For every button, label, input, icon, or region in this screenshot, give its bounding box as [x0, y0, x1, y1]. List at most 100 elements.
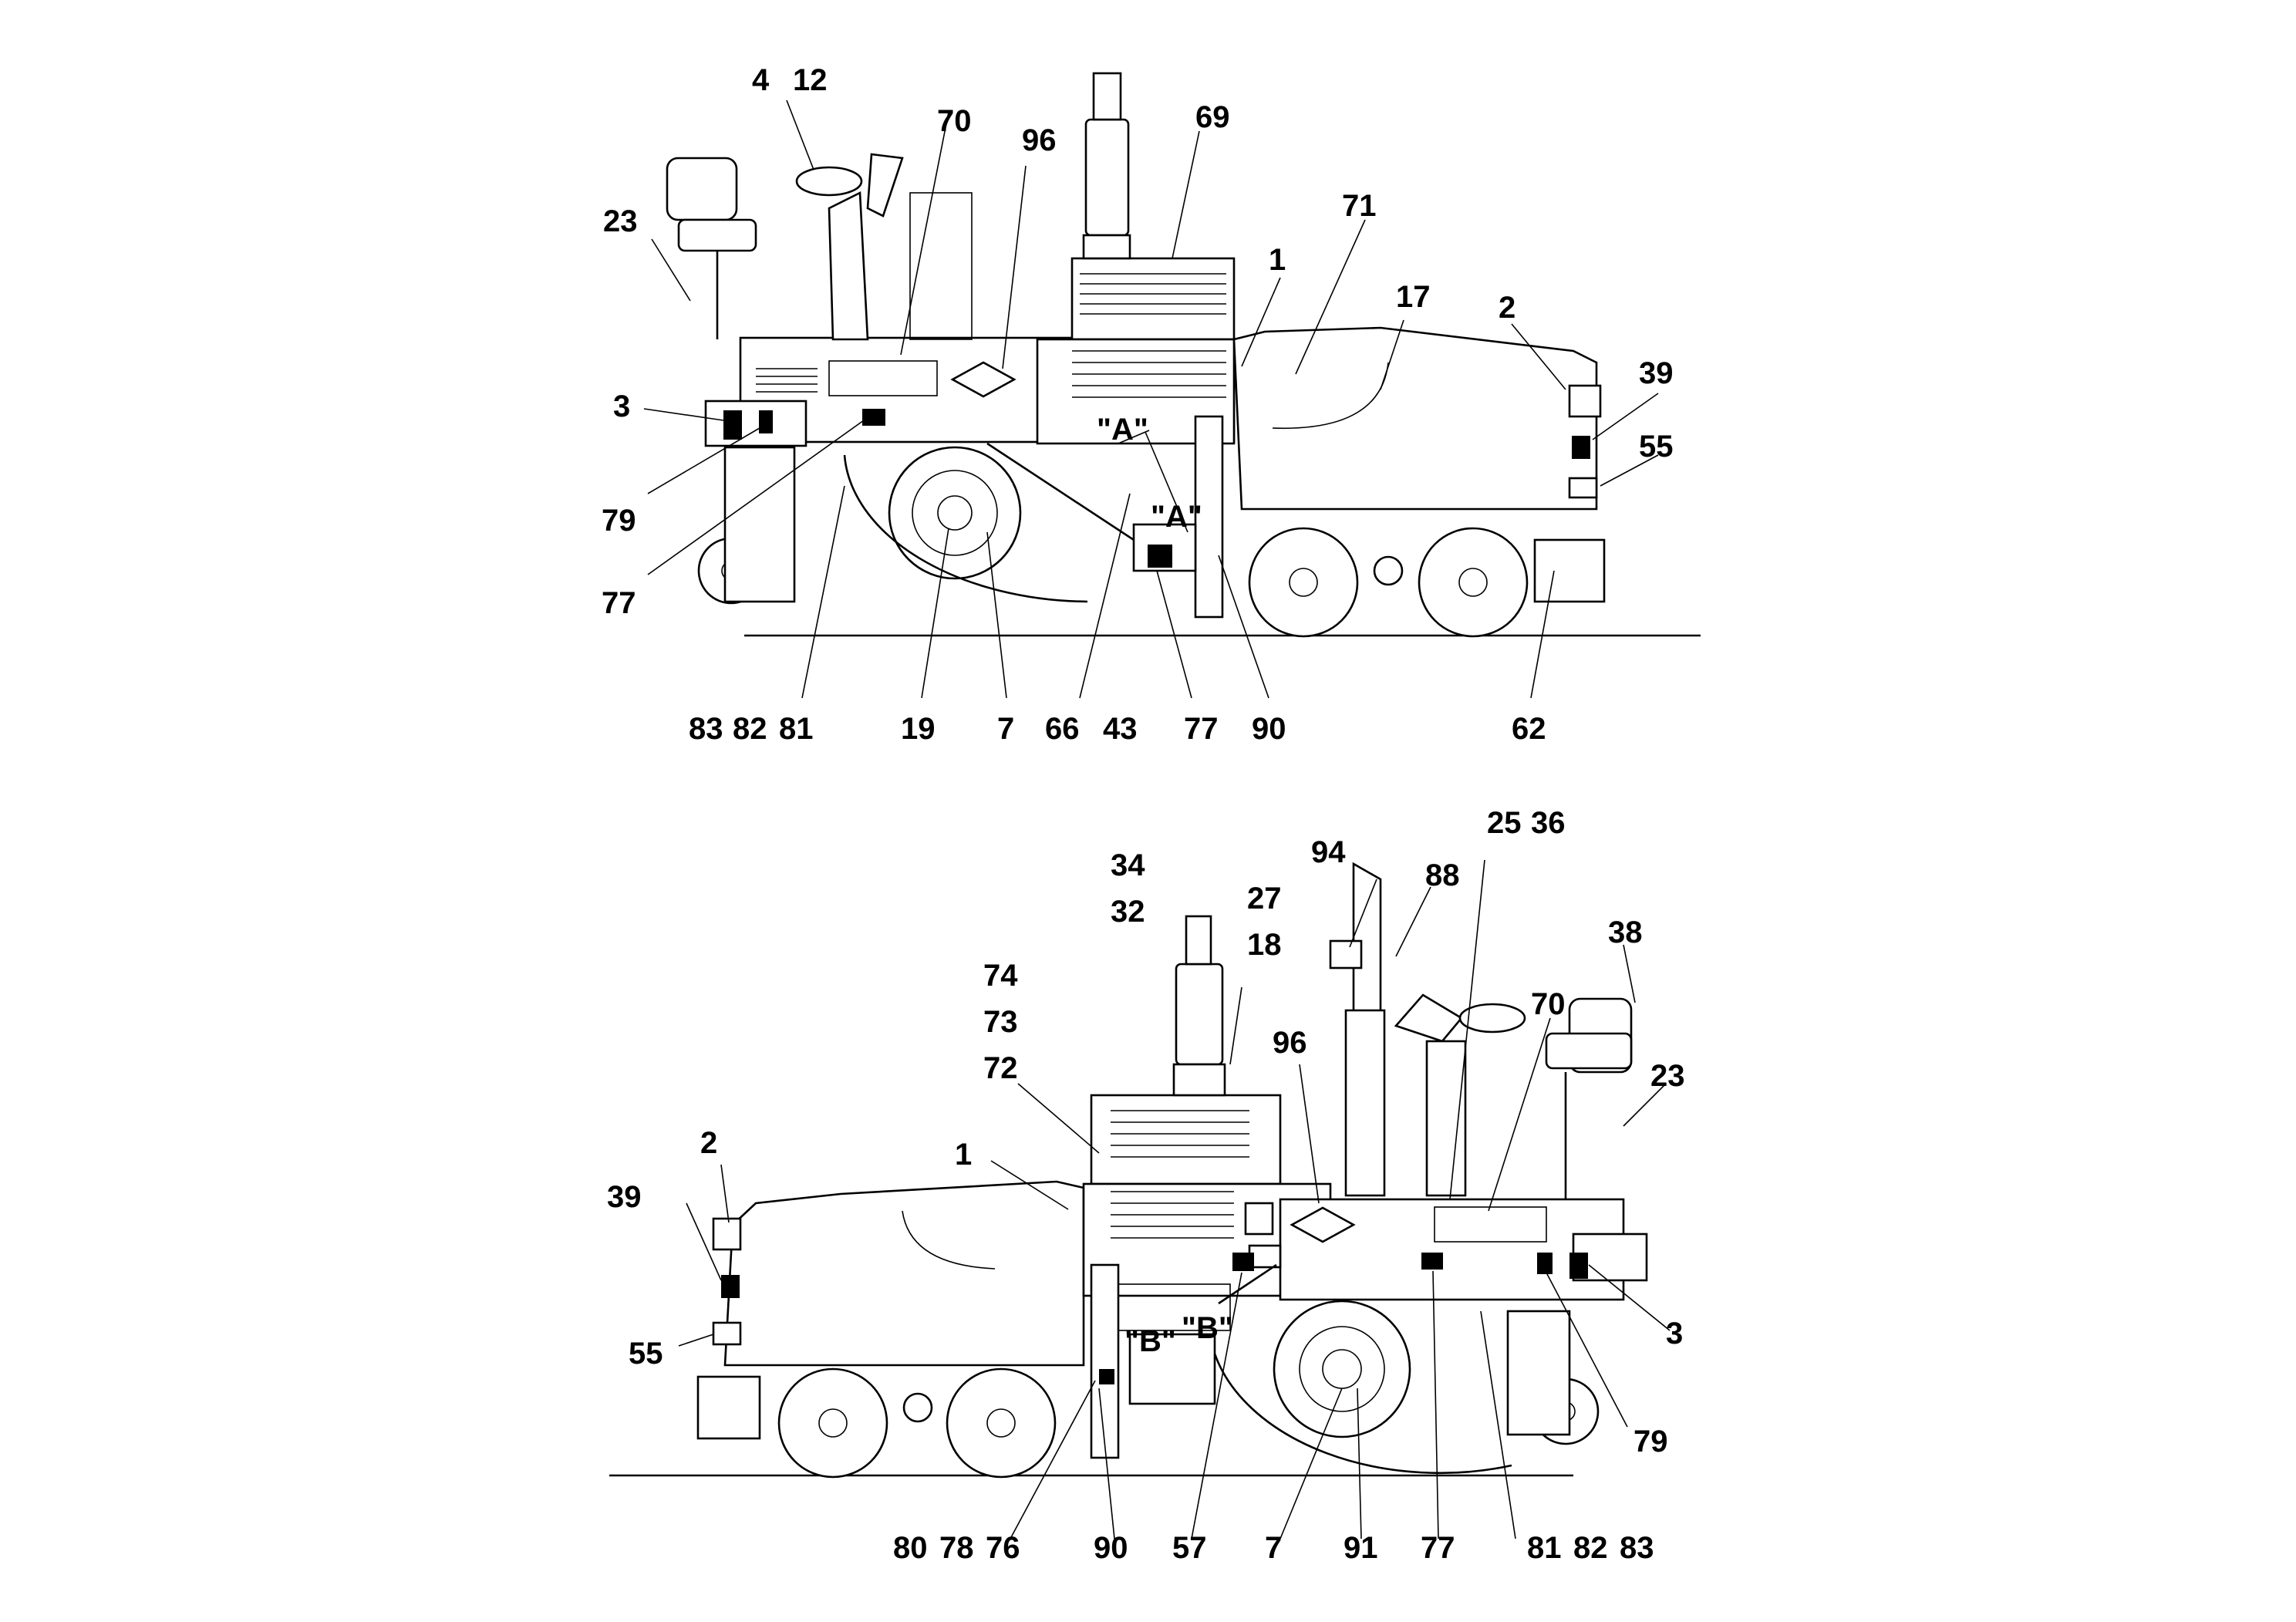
hopper: [1232, 326, 1598, 511]
exhaust-stack: [1084, 118, 1130, 237]
callout-34: 34: [1111, 848, 1145, 882]
paver-right-side-view: "B" "B" 34 32 27 18 94 88 25 36 38 74 73…: [607, 806, 1685, 1565]
callout-12: 12: [793, 63, 828, 97]
callout-96: 96: [1273, 1026, 1307, 1060]
bogie-hub-1: [818, 1408, 848, 1438]
push-roller: [1533, 538, 1606, 603]
roof-post: [909, 192, 973, 340]
callout-74: 74: [983, 959, 1018, 993]
bogie-hub-2: [986, 1408, 1016, 1438]
operator-seat-cushion: [677, 218, 757, 252]
callout-57: 57: [1172, 1531, 1207, 1565]
decal-77: [1421, 1253, 1443, 1270]
callout-38: 38: [1608, 916, 1643, 949]
callout-62: 62: [1512, 712, 1546, 746]
callout-4: 4: [752, 63, 770, 97]
callout-17: 17: [1396, 280, 1431, 314]
callout-55: 55: [629, 1337, 663, 1371]
callout-90: 90: [1094, 1531, 1128, 1565]
callout-55: 55: [1639, 430, 1674, 464]
callout-78: 78: [939, 1531, 974, 1565]
bogie-hub-1: [1289, 568, 1318, 597]
exhaust-stack: [1175, 963, 1224, 1066]
callout-77-left: 77: [602, 586, 636, 620]
callout-81: 81: [779, 712, 814, 746]
decal-94-plate: [1329, 939, 1363, 969]
lift-cylinder: [1194, 415, 1224, 619]
bogie-wheel-2: [946, 1367, 1057, 1479]
callout-2: 2: [1499, 291, 1515, 325]
frame-panel: [1434, 1206, 1547, 1243]
decal-79: [759, 410, 773, 433]
callout-27: 27: [1247, 882, 1282, 916]
callout-7: 7: [997, 712, 1014, 746]
steering-wheel: [795, 166, 863, 197]
callout-82: 82: [1573, 1531, 1608, 1565]
control-arm: [866, 153, 904, 218]
callout-71: 71: [1342, 189, 1377, 223]
frame-panel: [828, 360, 938, 396]
main-tire: [888, 446, 1022, 580]
view-mark-b-2: "B": [1182, 1311, 1233, 1345]
callout-79: 79: [602, 504, 636, 538]
canopy-column: [1344, 1009, 1386, 1197]
bogie-wheel-1: [777, 1367, 888, 1479]
main-tire: [1273, 1300, 1411, 1438]
front-light: [712, 1217, 742, 1251]
front-bracket: [712, 1321, 742, 1346]
callout-23: 23: [603, 204, 638, 238]
decal-39: [721, 1275, 740, 1298]
callout-2: 2: [700, 1126, 717, 1160]
diamond-decal: [1290, 1206, 1356, 1243]
callout-96: 96: [1022, 123, 1057, 157]
callout-36: 36: [1531, 806, 1566, 840]
exhaust-pipe: [1092, 72, 1122, 121]
screed-side: [723, 446, 796, 603]
engine-grille: [1111, 1110, 1249, 1239]
decal-57: [1232, 1253, 1254, 1271]
callout-90: 90: [1252, 712, 1286, 746]
steering-console: [1425, 1040, 1467, 1197]
callout-94: 94: [1311, 835, 1346, 869]
bogie-hub-2: [1458, 568, 1488, 597]
bottom-leader-lines: [678, 859, 1671, 1539]
callout-70: 70: [937, 104, 972, 138]
callout-39: 39: [1639, 356, 1674, 390]
lift-cylinder: [1090, 1263, 1120, 1459]
bogie-center: [902, 1392, 933, 1423]
top-leader-lines: [643, 99, 1659, 699]
callout-66: 66: [1045, 712, 1080, 746]
callout-70: 70: [1531, 987, 1566, 1021]
exhaust-pipe: [1185, 915, 1212, 966]
hopper-curve: [902, 1210, 996, 1270]
callout-77-right: 77: [1184, 712, 1219, 746]
callout-43: 43: [1103, 712, 1138, 746]
wheel-hub: [937, 495, 973, 531]
fuel-cap: [1244, 1202, 1274, 1236]
decal-90: [1099, 1369, 1114, 1384]
rear-grille: [756, 368, 818, 393]
callout-23: 23: [1650, 1059, 1685, 1093]
decal-77-box: [1148, 545, 1172, 568]
control-arm: [1394, 993, 1463, 1043]
callout-25: 25: [1487, 806, 1522, 840]
callout-77: 77: [1421, 1531, 1455, 1565]
tow-arm: [986, 442, 1135, 541]
auger-arc: [843, 454, 1088, 603]
callout-80: 80: [893, 1531, 928, 1565]
operator-seat-back: [666, 157, 738, 221]
callout-88: 88: [1425, 858, 1460, 892]
decal-3: [1569, 1253, 1588, 1279]
callout-81: 81: [1527, 1531, 1562, 1565]
decal-39: [1572, 436, 1590, 459]
callout-83: 83: [689, 712, 723, 746]
operator-seat-cushion: [1545, 1032, 1633, 1070]
diamond-decal: [950, 361, 1017, 398]
engine-grille: [1072, 273, 1226, 398]
exhaust-base: [1172, 1063, 1226, 1097]
callout-32: 32: [1111, 895, 1145, 929]
bogie-wheel-1: [1248, 527, 1359, 638]
callout-91: 91: [1344, 1531, 1378, 1565]
small-plate: [1248, 1244, 1282, 1269]
wheel-rim: [1299, 1326, 1385, 1412]
